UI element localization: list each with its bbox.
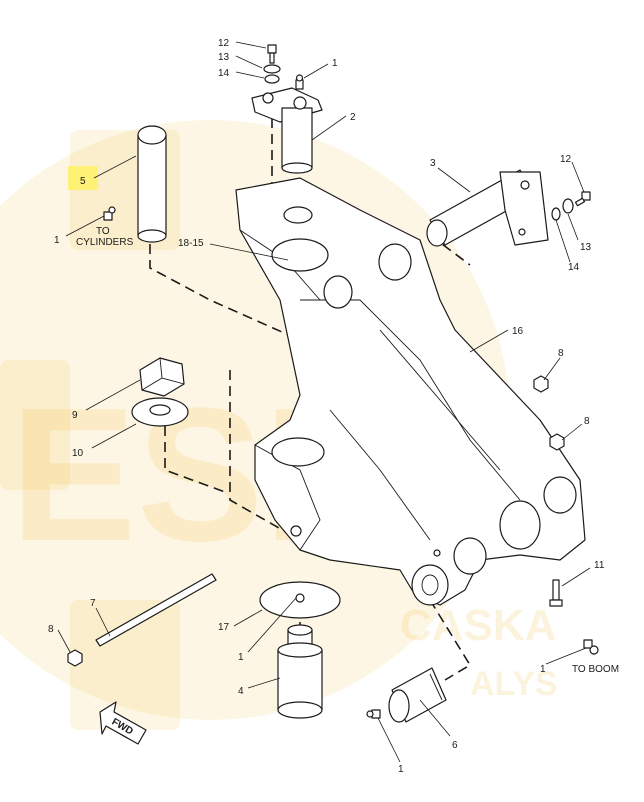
- callout-12-top: 12: [218, 38, 230, 49]
- grease-fitting-top: [295, 74, 304, 90]
- callout-5: 5: [80, 176, 86, 187]
- note-to-cylinders-1: TO: [96, 226, 110, 237]
- washer-13-right: [562, 198, 574, 214]
- nut-8-c: [67, 649, 83, 667]
- pin-5: [137, 125, 167, 243]
- watermark-sub-a: CASKA: [400, 601, 556, 650]
- pin-3: [426, 169, 549, 247]
- callout-1-cyl: 1: [54, 235, 60, 246]
- grease-fitting-bottom: [366, 709, 381, 719]
- callout-1-bottom: 1: [398, 764, 404, 775]
- callout-1-top: 1: [332, 58, 338, 69]
- callout-14-top: 14: [218, 68, 230, 79]
- callout-16: 16: [512, 326, 524, 337]
- grease-fitting-boom: [583, 639, 599, 655]
- nut-8-b: [549, 433, 565, 451]
- callout-13-right: 13: [580, 242, 592, 253]
- callout-14-right: 14: [568, 262, 580, 273]
- rod-7: [95, 573, 217, 647]
- callout-labels: 12 13 14 1 2 3 12 13 14 5 1 TO CYLINDERS…: [48, 38, 619, 775]
- callout-7: 7: [90, 598, 96, 609]
- watermark-sub-b: ALYS: [470, 665, 558, 703]
- note-to-boom: TO BOOM: [572, 664, 619, 675]
- bolt-12-top: [267, 44, 277, 64]
- callout-1-mid: 1: [238, 652, 244, 663]
- washer-14-top: [264, 74, 280, 84]
- pin-4: [277, 624, 323, 719]
- stick-frame: [235, 177, 586, 606]
- fwd-arrow-icon: FWD: [99, 701, 147, 745]
- callout-2: 2: [350, 112, 356, 123]
- callout-10: 10: [72, 448, 84, 459]
- callout-12-right: 12: [560, 154, 572, 165]
- callout-8-c: 8: [48, 624, 54, 635]
- note-to-cylinders-2: CYLINDERS: [76, 237, 134, 248]
- leader-lines: [57, 41, 591, 763]
- pin-6: [388, 667, 447, 723]
- bolt-11: [549, 579, 563, 607]
- grease-fitting-cyl: [103, 206, 116, 221]
- callout-3: 3: [430, 158, 436, 169]
- callout-17: 17: [218, 622, 230, 633]
- washer-13-top: [263, 64, 281, 74]
- callout-4: 4: [238, 686, 244, 697]
- shim-17: [259, 581, 341, 619]
- nut-8-a: [533, 375, 549, 393]
- top-pin-bracket: [251, 87, 323, 174]
- callout-8-a: 8: [558, 348, 564, 359]
- nut-9: [139, 357, 185, 397]
- callout-8-b: 8: [584, 416, 590, 427]
- callout-5-highlight: [68, 166, 98, 190]
- bolt-12-right: [574, 191, 591, 207]
- callout-11: 11: [594, 560, 605, 571]
- callout-1-boom: 1: [540, 664, 546, 675]
- callout-6: 6: [452, 740, 458, 751]
- callout-18-15: 18-15: [178, 238, 204, 249]
- callout-9: 9: [72, 410, 78, 421]
- callout-13-top: 13: [218, 52, 230, 63]
- washer-10: [131, 397, 189, 427]
- washer-14-right: [551, 207, 561, 221]
